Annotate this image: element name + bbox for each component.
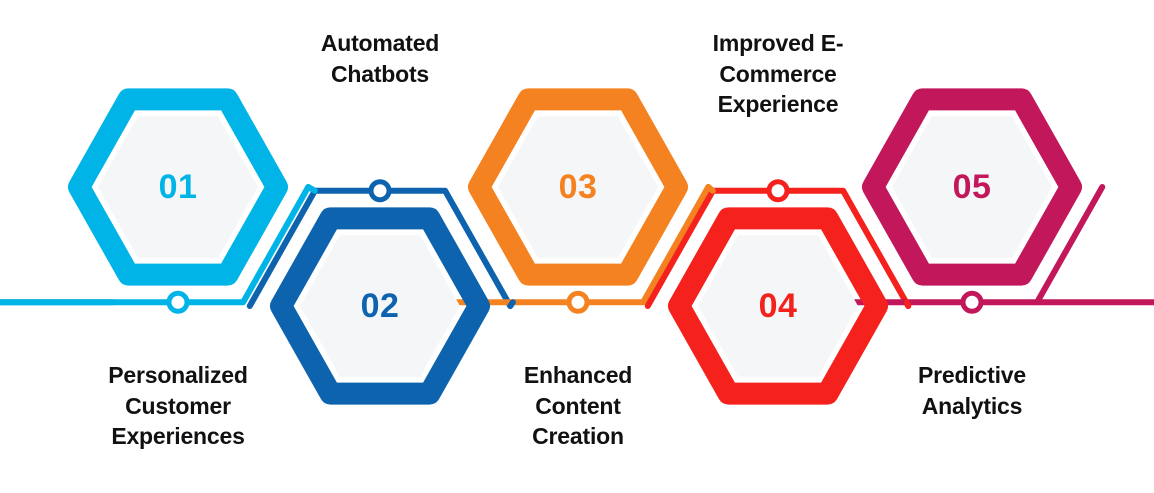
connector-link-04-05 (903, 299, 912, 309)
hexagon-ring-02 (270, 207, 490, 405)
hexagon-03[interactable]: 03 (468, 88, 688, 286)
marker-layer (166, 179, 984, 314)
connector-path-03 (415, 184, 712, 306)
hexagon-ring-03 (468, 88, 688, 286)
hexagon-inner-03 (498, 116, 658, 258)
hexagon-02[interactable]: 02 (270, 207, 490, 405)
hexagon-layer: 01 02 03 04 05 (68, 88, 1082, 405)
step-number-02: 02 (361, 287, 400, 325)
timeline-marker-05[interactable] (960, 290, 984, 314)
hexagon-05[interactable]: 05 (862, 88, 1082, 286)
hexagon-01[interactable]: 01 (68, 88, 288, 286)
timeline-marker-03[interactable] (566, 290, 590, 314)
hexagon-ring-05 (862, 88, 1082, 286)
hexagon-ring-01 (68, 88, 288, 286)
connector-link-02-03 (507, 299, 516, 309)
step-number-01: 01 (159, 168, 198, 206)
timeline-marker-01[interactable] (166, 290, 190, 314)
step-number-03: 03 (559, 168, 598, 206)
hexagon-inner-01 (98, 116, 258, 258)
hexagon-inner-05 (892, 116, 1052, 258)
connector-link-01-02 (305, 184, 318, 194)
hexagon-inner-04 (698, 235, 858, 377)
connector-link-03-04 (705, 184, 716, 194)
timeline-marker-04[interactable] (766, 179, 790, 203)
hexagon-ring-04 (668, 207, 888, 405)
step-number-05: 05 (953, 168, 992, 206)
hexagon-inner-02 (300, 235, 460, 377)
hexagon-04[interactable]: 04 (668, 207, 888, 405)
step-number-04: 04 (759, 287, 798, 325)
connector-path-layer (0, 184, 1154, 309)
timeline-marker-02[interactable] (368, 179, 392, 203)
